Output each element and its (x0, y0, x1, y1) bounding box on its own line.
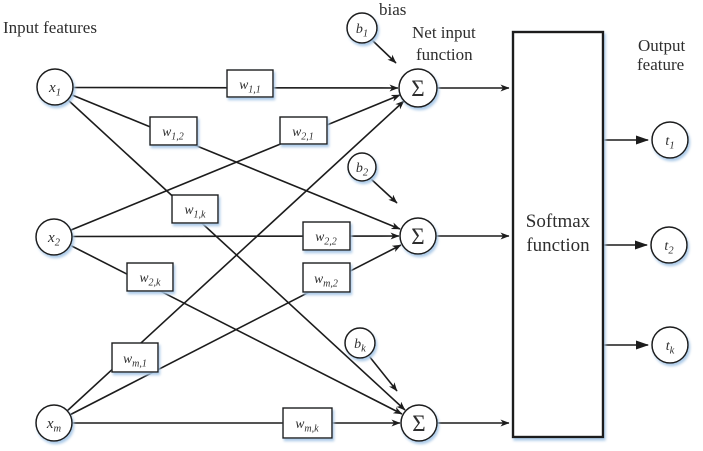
weight-box-wm-1: wm,1 (111, 342, 159, 373)
arrow-b2-sum2 (370, 178, 398, 204)
sum-to-softmax-arrows (436, 84, 510, 427)
weight-label-w1-k: w1,k (185, 202, 207, 221)
input-node-x2: x2 (35, 218, 73, 256)
sum-node-3-symbol: Σ (412, 411, 425, 436)
bias-node-bk-label: bk (354, 337, 366, 355)
arrow-bk-sum3 (368, 355, 398, 392)
bias-node-b2: b2 (347, 152, 377, 182)
weight-box-wm-k: wm,k (282, 407, 333, 439)
weight-boxes: w1,1 w1,2 w2,1 w1,k w2,2 w2,k wm,2 wm,1 (111, 69, 351, 439)
output-node-tk-label: tk (666, 339, 675, 357)
sum-node-2: Σ (399, 217, 437, 255)
weight-box-w1-1: w1,1 (226, 69, 274, 98)
sum-node-1-symbol: Σ (411, 76, 424, 101)
bias-node-b2-label: b2 (356, 161, 369, 179)
weight-label-wm-1: wm,1 (123, 351, 147, 370)
weight-label-w2-2: w2,2 (315, 229, 337, 248)
connection-x1-sum3 (54, 87, 406, 411)
bias-label: bias (379, 0, 406, 19)
bias-node-b1-label: b1 (356, 22, 368, 40)
sum-node-2-symbol: Σ (411, 224, 424, 249)
weight-label-w1-2: w1,2 (162, 124, 184, 143)
connection-xm-sum1 (53, 100, 405, 424)
connection-x2-sum3 (53, 236, 403, 415)
output-node-tk: tk (651, 326, 689, 364)
weight-box-w2-1: w2,1 (279, 116, 328, 145)
bias-node-b1: b1 (346, 12, 378, 44)
weight-box-w2-2: w2,2 (302, 221, 351, 251)
output-node-t2-label: t2 (664, 239, 674, 257)
softmax-box: Softmax function (511, 30, 605, 439)
output-node-t2: t2 (650, 226, 688, 264)
net-input-function-label-line2: function (416, 45, 473, 64)
input-node-xm: xm (35, 404, 73, 442)
weight-label-w1-1: w1,1 (239, 77, 261, 96)
input-to-sum-connections (53, 84, 406, 427)
input-node-x1: x1 (36, 68, 74, 106)
softmax-box-label-line2: function (526, 235, 590, 256)
sum-node-3: Σ (400, 404, 438, 442)
weight-box-w1-2: w1,2 (149, 116, 198, 146)
output-feature-label-line1: Output (638, 36, 686, 55)
softmax-to-output-arrows (603, 135, 649, 350)
weight-box-w1-k: w1,k (171, 194, 219, 224)
output-node-t1: t1 (651, 121, 689, 159)
sum-node-1: Σ (398, 68, 438, 108)
weight-label-w2-1: w2,1 (292, 124, 314, 143)
connection-x1-sum2 (54, 87, 401, 230)
input-nodes: x1 x2 xm (35, 68, 74, 442)
weight-box-wm-2: wm,2 (302, 262, 351, 293)
net-input-function-label-line1: Net input (412, 23, 476, 42)
input-features-label: Input features (3, 18, 97, 37)
output-nodes: t1 t2 tk (650, 121, 689, 364)
bias-arrows (368, 39, 398, 392)
section-labels: Input features bias Net input function O… (3, 0, 686, 74)
bias-nodes: b1 b2 bk (344, 12, 378, 359)
output-node-t1-label: t1 (665, 134, 674, 152)
sum-nodes: Σ Σ Σ (398, 68, 438, 442)
connection-x2-sum1 (53, 94, 401, 238)
softmax-box-label-line1: Softmax (526, 211, 591, 232)
input-node-x2-label: x2 (47, 230, 61, 249)
arrow-b1-sum1 (371, 39, 397, 64)
weight-label-wm-2: wm,2 (314, 271, 338, 290)
input-node-x1-label: x1 (48, 80, 61, 99)
bias-node-bk: bk (344, 327, 376, 359)
weight-box-w2-k: w2,k (126, 262, 174, 292)
weight-label-w2-k: w2,k (140, 270, 162, 289)
input-node-xm-label: xm (46, 416, 62, 435)
output-feature-label-line2: feature (637, 55, 684, 74)
weight-label-wm-k: wm,k (295, 416, 319, 435)
